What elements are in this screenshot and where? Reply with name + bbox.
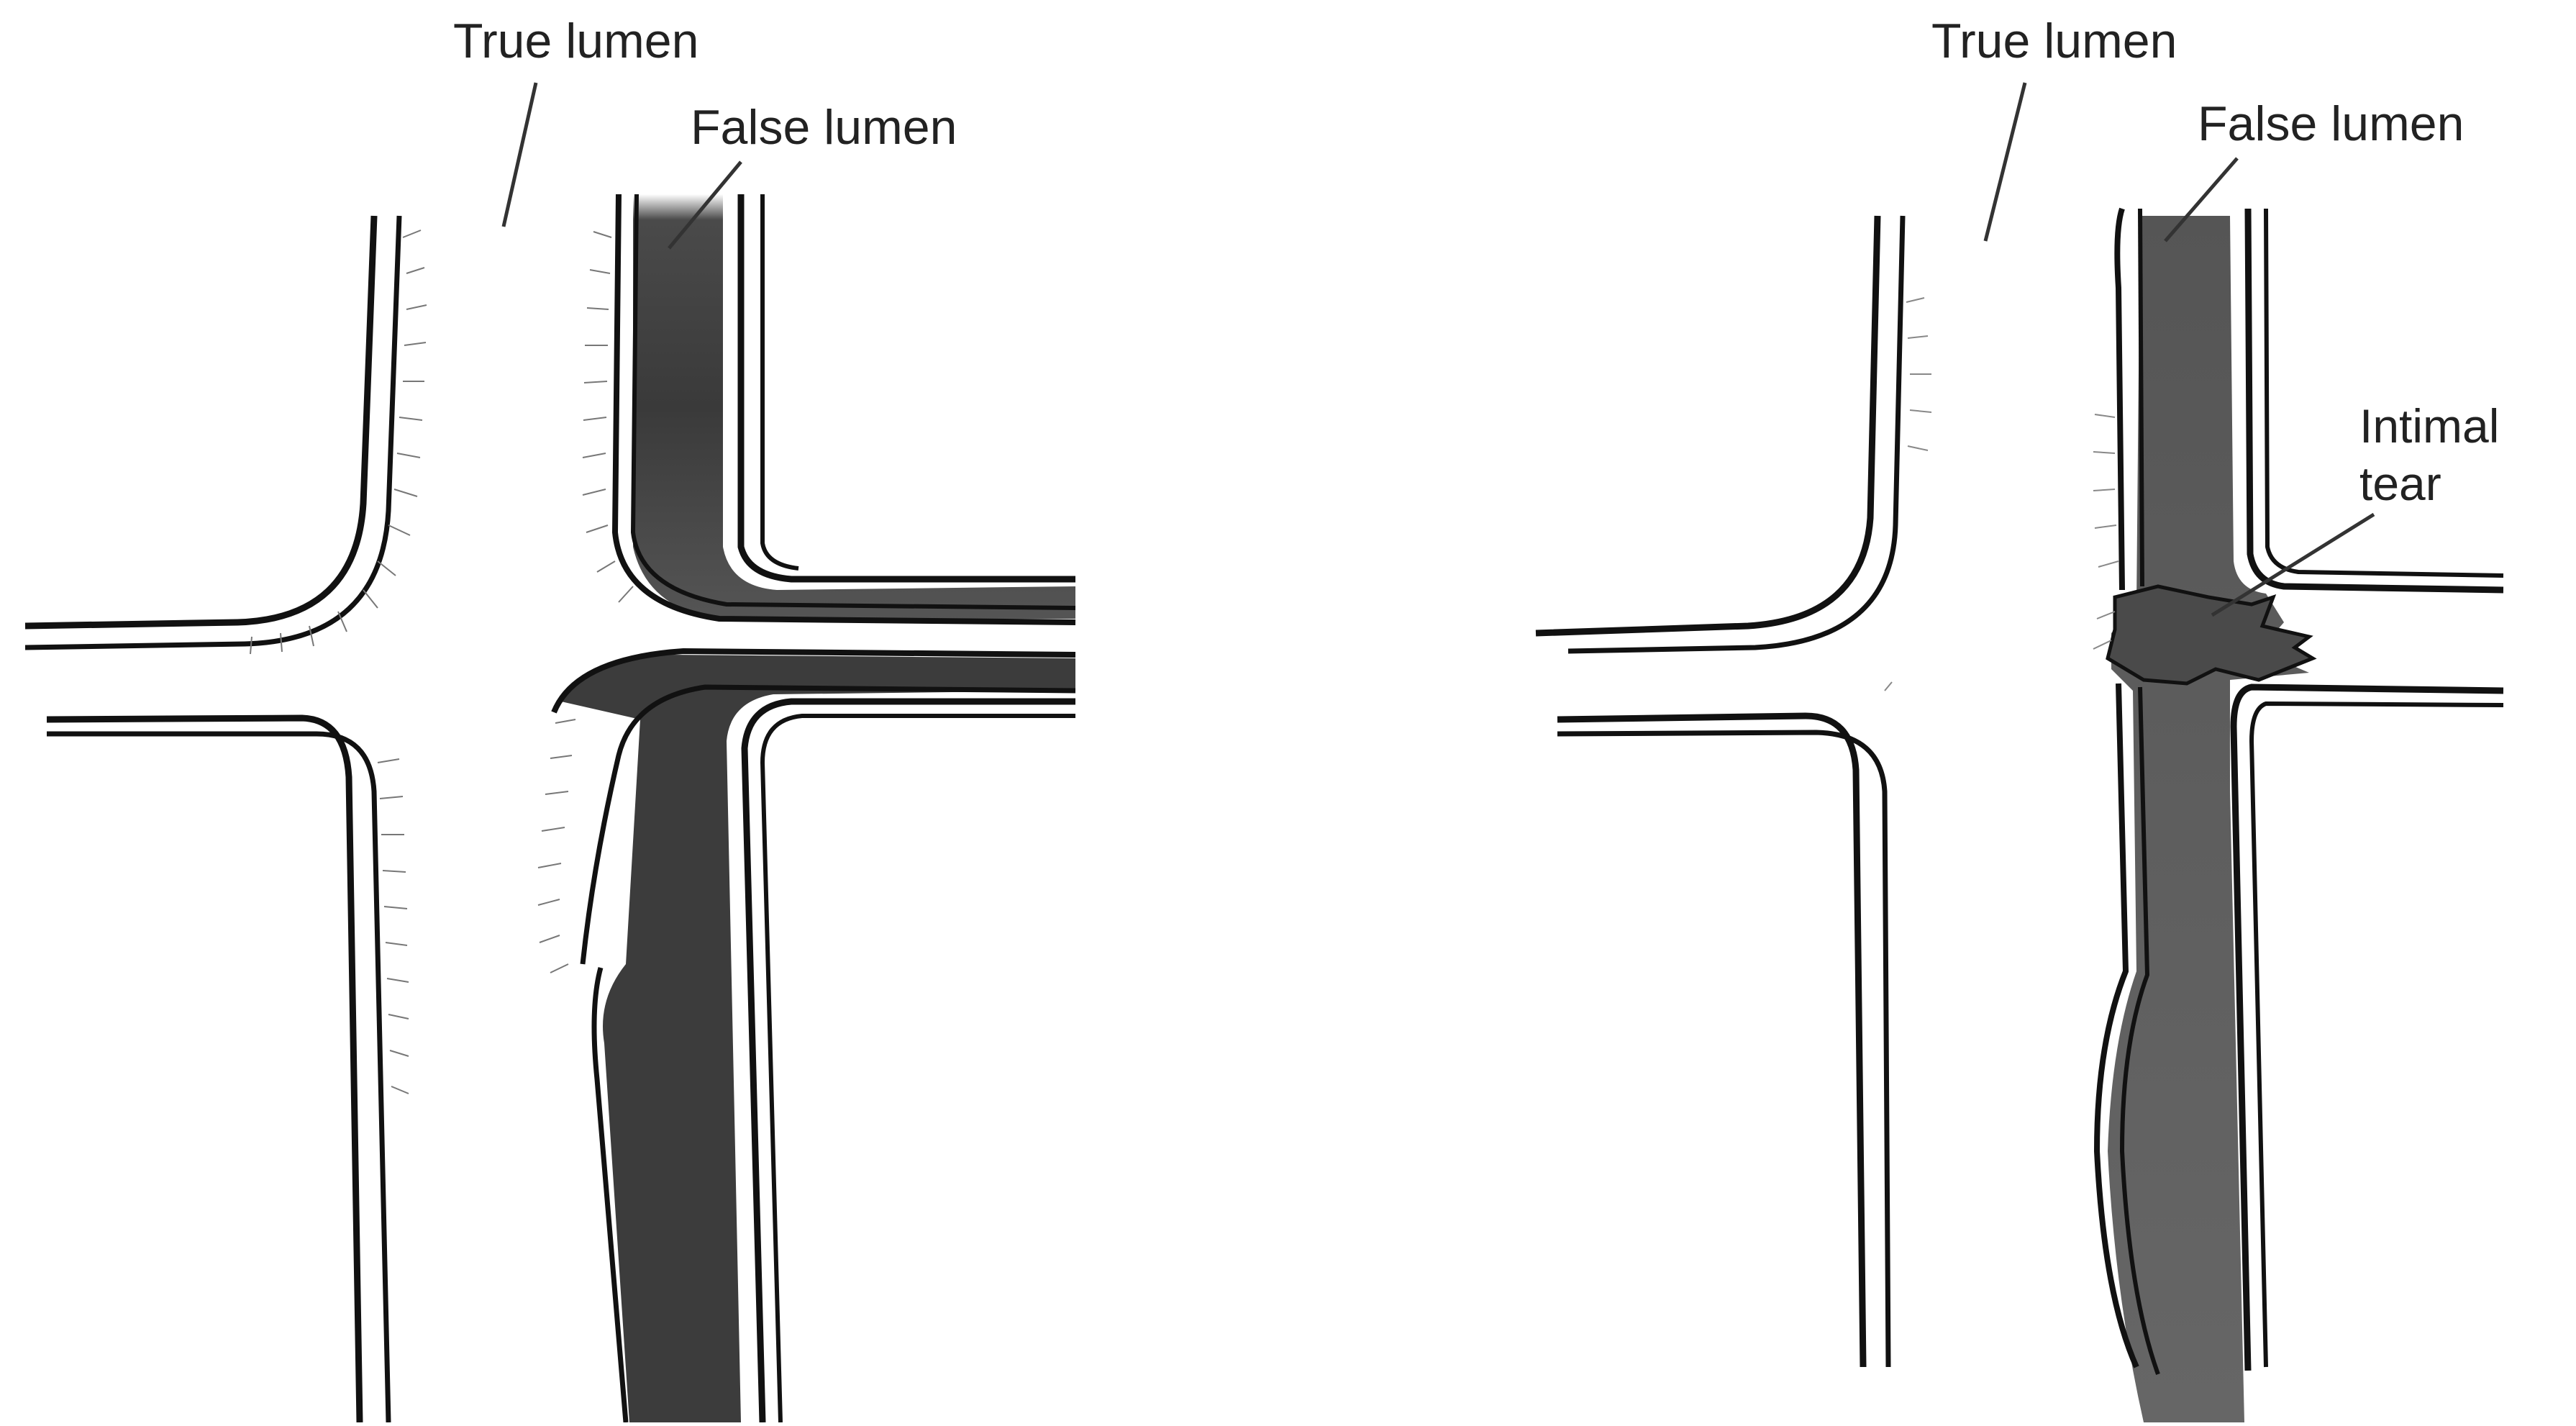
right-true-lumen-wall-upper-outer (1536, 216, 1878, 633)
true-lumen-leader-left (504, 83, 536, 227)
false-lumen-label-right: False lumen (2198, 96, 2464, 151)
true-lumen-left-wall-outer (25, 216, 374, 626)
false-lumen-fill-upper (633, 194, 1075, 620)
right-septum-upper-inner (2140, 209, 2142, 586)
false-lumen-outer-wall-upper (741, 194, 1075, 579)
false-lumen-fill-right (2108, 216, 2309, 1422)
right-panel: True lumen False lumen Intimal tear (1536, 14, 2503, 1422)
right-false-lumen-outer-wall-lower-inner (2252, 704, 2503, 1367)
true-lumen-label-right: True lumen (1931, 14, 2177, 68)
hatching-right (1885, 298, 2118, 691)
false-lumen-fill-lower (561, 655, 1075, 1422)
false-lumen-outer-wall-upper-inner (763, 194, 798, 568)
right-true-lumen-wall-lower-inner (1557, 732, 1888, 1367)
true-lumen-left-wall-lower-inner (47, 734, 388, 1422)
right-septum-upper-outer (2117, 209, 2122, 590)
false-lumen-outer-wall-lower-inner (763, 716, 1075, 1422)
true-lumen-leader-right (1985, 83, 2025, 241)
false-lumen-label-left: False lumen (691, 100, 957, 155)
true-lumen-label-left: True lumen (453, 14, 698, 68)
right-true-lumen-wall-lower-outer (1557, 716, 1863, 1367)
intimal-tear-label-line2: tear (2359, 457, 2441, 510)
intimal-tear-label-line1: Intimal (2359, 399, 2499, 453)
left-panel: True lumen False lumen (25, 14, 1075, 1422)
false-lumen-outer-wall-lower (745, 701, 1075, 1422)
right-true-lumen-wall-upper-inner (1568, 216, 1903, 651)
true-lumen-left-wall-inner (25, 216, 399, 648)
hatching-left (250, 230, 633, 1094)
intimal-tear-leader (2212, 514, 2374, 615)
intimal-tear-shape (2108, 586, 2313, 684)
true-lumen-left-wall-lower-outer (47, 718, 360, 1422)
right-false-lumen-outer-wall-upper-inner (2266, 209, 2503, 576)
right-false-lumen-outer-wall-lower (2234, 687, 2503, 1371)
